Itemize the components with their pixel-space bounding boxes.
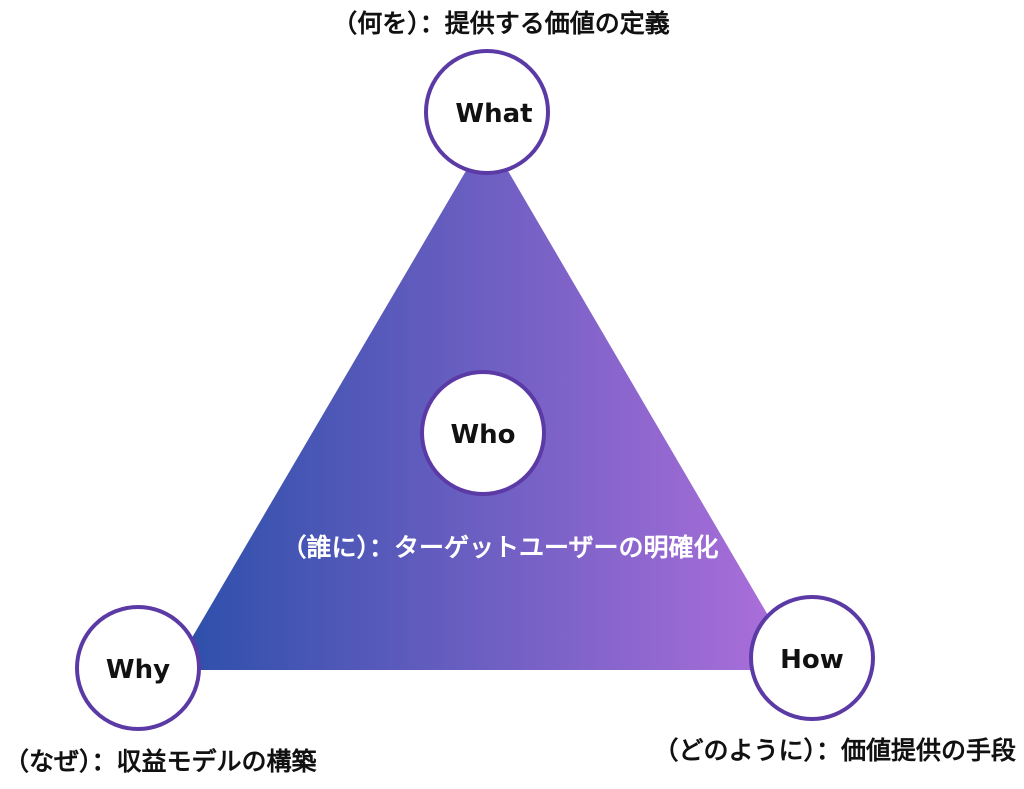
how-node: How [749, 595, 875, 721]
who-node: Who [420, 370, 546, 496]
who-label: Who [450, 420, 515, 450]
why-circle [75, 605, 201, 731]
who-caption: （誰に）：ターゲットユーザーの明確化 [281, 533, 718, 562]
how-circle [749, 595, 875, 721]
what-label: What [455, 99, 532, 129]
why-label: Why [106, 655, 170, 685]
why-caption: （なぜ）：収益モデルの構築 [4, 747, 318, 776]
who-circle [420, 370, 546, 496]
how-caption: （どのように）：価値提供の手段 [653, 736, 1016, 765]
how-label: How [780, 645, 844, 675]
what-node: What [424, 49, 550, 175]
why-node: Why [75, 605, 201, 731]
what-circle [424, 49, 550, 175]
what-caption: （何を）：提供する価値の定義 [332, 9, 670, 38]
